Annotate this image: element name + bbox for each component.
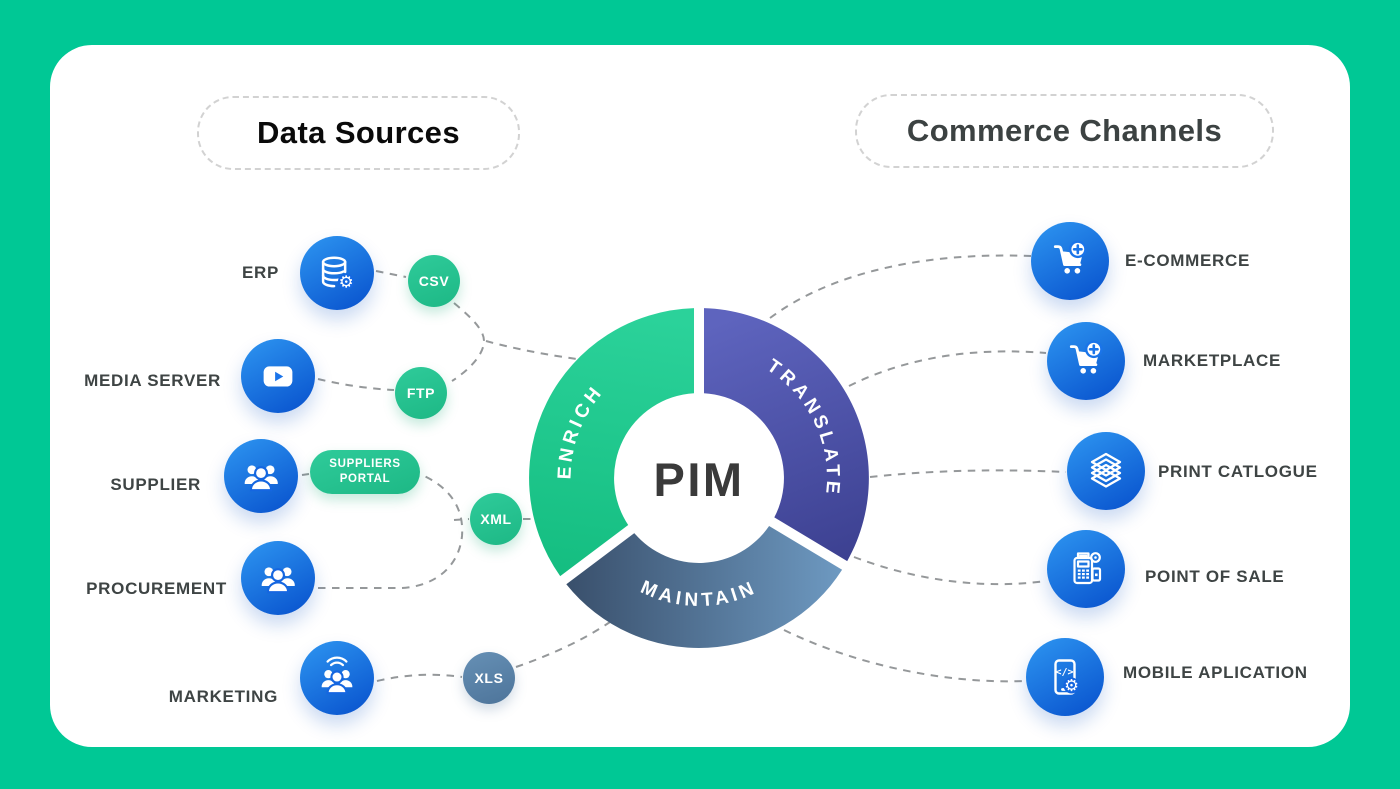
csv-badge: CSV xyxy=(408,255,460,307)
connector-donut-print xyxy=(869,469,1067,478)
mobile-application-node: </> ⚙ xyxy=(1026,638,1104,716)
marketplace-node xyxy=(1047,322,1125,400)
connector-junction-donut-left-top xyxy=(485,340,578,360)
csv-badge-label: CSV xyxy=(418,273,450,289)
layers-icon xyxy=(1090,452,1122,488)
cart-plus-icon xyxy=(1069,340,1103,374)
connector-donut-marketplace xyxy=(848,350,1047,387)
svg-text:⚙: ⚙ xyxy=(339,271,354,291)
commerce-channels-title: Commerce Channels xyxy=(906,113,1223,148)
source-label-erp: ERP xyxy=(241,263,279,282)
suppliers-portal-badge: SUPPLIERS PORTAL xyxy=(310,450,420,494)
media-server-node xyxy=(241,339,315,413)
people-group-icon xyxy=(261,567,295,594)
procurement-node xyxy=(241,541,315,615)
suppliers-portal-label: SUPPLIERS PORTAL xyxy=(329,458,401,485)
connector-supplier-portal xyxy=(301,473,310,476)
marketing-node xyxy=(300,641,374,715)
youtube-play-icon xyxy=(263,366,293,387)
data-sources-title-pill: Data Sources xyxy=(197,96,520,170)
connector-arc-xml xyxy=(453,518,470,521)
xls-badge-label: XLS xyxy=(474,670,504,686)
connector-xls-donut xyxy=(515,621,611,668)
source-label-media-server: MEDIA SERVER xyxy=(84,371,221,390)
data-sources-title: Data Sources xyxy=(257,115,460,150)
database-gear-icon: ⚙ xyxy=(321,256,355,291)
connector-donut-pos xyxy=(853,556,1047,586)
connector-donut-ecommerce xyxy=(769,254,1032,319)
mobile-code-gear-icon: </> ⚙ xyxy=(1054,659,1080,695)
svg-text:</>: </> xyxy=(1055,667,1073,678)
pos-terminal-icon xyxy=(1073,552,1102,585)
connector-portal-procurement-arc xyxy=(318,473,464,589)
cart-plus-icon xyxy=(1053,240,1087,274)
xml-badge: XML xyxy=(470,493,522,545)
segment-maintain xyxy=(566,526,843,649)
connector-donut-mobile xyxy=(783,629,1026,683)
channel-label-mobile-application: MOBILE APLICATION xyxy=(1123,663,1308,682)
connector-csv-ftp-bracket xyxy=(451,302,486,382)
connector-media-ftp xyxy=(317,378,395,391)
ecommerce-node xyxy=(1031,222,1109,300)
channel-label-ecommerce: E-COMMERCE xyxy=(1125,251,1251,270)
connector-erp-csv xyxy=(375,270,407,278)
pim-center-label: PIM xyxy=(653,453,745,506)
ftp-badge-label: FTP xyxy=(406,385,436,401)
supplier-node xyxy=(224,439,298,513)
channel-label-marketplace: MARKETPLACE xyxy=(1143,351,1282,370)
segment-translate xyxy=(704,308,869,562)
svg-text:⚙: ⚙ xyxy=(1064,676,1079,695)
xls-badge: XLS xyxy=(463,652,515,704)
erp-node: ⚙ xyxy=(300,236,374,310)
commerce-channels-title-pill: Commerce Channels xyxy=(855,94,1274,168)
print-catalogue-node xyxy=(1067,432,1145,510)
channel-label-print-catalogue: PRINT CATLOGUE xyxy=(1158,462,1318,481)
point-of-sale-node xyxy=(1047,530,1125,608)
ftp-badge: FTP xyxy=(395,367,447,419)
source-label-supplier: SUPPLIER xyxy=(110,475,201,494)
source-label-marketing: MARKETING xyxy=(168,687,278,706)
xml-badge-label: XML xyxy=(480,511,512,527)
connector-marketing-xls xyxy=(376,673,463,682)
people-group-icon xyxy=(244,465,278,492)
people-broadcast-icon xyxy=(321,656,353,695)
source-label-procurement: PROCUREMENT xyxy=(86,579,227,598)
channel-label-point-of-sale: POINT OF SALE xyxy=(1145,567,1285,586)
segment-enrich xyxy=(529,308,694,577)
